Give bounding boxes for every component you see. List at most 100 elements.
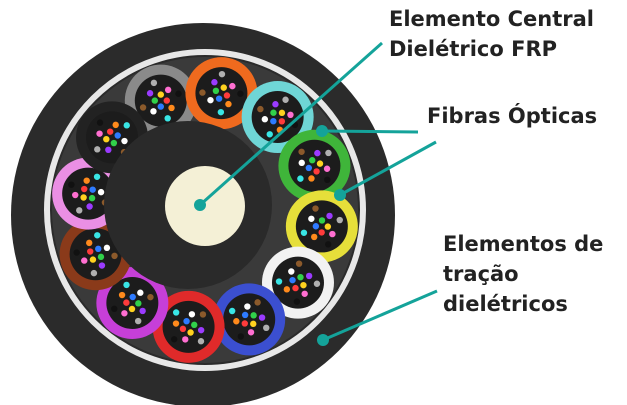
optical-fiber: [292, 284, 299, 292]
optical-fiber: [86, 239, 93, 247]
optical-fiber: [300, 229, 308, 236]
optical-fiber: [105, 146, 112, 154]
optical-fiber: [164, 86, 172, 94]
optical-fiber: [220, 84, 227, 91]
optical-fiber: [295, 260, 303, 267]
optical-fiber: [129, 293, 136, 301]
optical-fiber: [312, 223, 320, 230]
optical-fiber: [139, 307, 146, 315]
optical-fiber: [263, 324, 270, 332]
optical-fiber: [134, 317, 142, 325]
optical-fiber: [157, 91, 164, 98]
optical-fiber: [86, 203, 93, 210]
optical-fiber: [326, 212, 333, 220]
tube-blue-bore: [223, 293, 276, 346]
optical-fiber: [96, 130, 103, 137]
optical-fiber: [289, 276, 296, 284]
leader-dot-central: [194, 199, 206, 211]
optical-fiber: [89, 186, 96, 193]
tube-yellow-bore: [295, 200, 348, 253]
tube-blue: [213, 283, 286, 356]
optical-fiber: [314, 149, 321, 157]
optical-fiber: [103, 135, 110, 143]
optical-fiber: [336, 216, 343, 224]
optical-fiber: [298, 148, 305, 155]
optical-fiber: [207, 96, 214, 104]
optical-fiber: [311, 233, 318, 241]
label-fibras-opticas-text: Fibras Ópticas: [427, 104, 598, 128]
leader-line-central: [199, 41, 383, 207]
optical-fiber: [128, 305, 136, 313]
optical-fiber: [83, 177, 90, 184]
optical-fiber: [137, 289, 144, 296]
optical-fiber: [111, 305, 118, 313]
leader-dot-fibras-1: [316, 125, 328, 137]
optical-fiber: [215, 95, 223, 102]
tube-green-bore: [288, 139, 341, 192]
optical-fiber: [191, 321, 198, 329]
optical-fiber: [87, 248, 94, 255]
tube-gray-bore: [134, 74, 187, 127]
optical-fiber: [90, 269, 98, 277]
optical-fiber: [112, 121, 119, 129]
tube-violet-bore: [106, 276, 159, 329]
optical-fiber: [312, 205, 319, 212]
tube-orange-bore: [195, 67, 248, 120]
optical-fiber: [197, 326, 205, 334]
optical-fiber: [212, 87, 220, 95]
optical-fiber: [275, 278, 283, 285]
optical-fiber: [297, 273, 304, 281]
label-elementos-tracao-line3: dielétricos: [443, 292, 568, 316]
leader-dot-fibras-2: [334, 189, 346, 201]
optical-fiber: [187, 329, 194, 336]
tube-aqua: [241, 81, 314, 154]
optical-fiber: [94, 146, 101, 153]
optical-fiber: [96, 119, 104, 126]
optical-fiber: [139, 104, 147, 111]
optical-fiber: [250, 312, 257, 319]
optical-fiber: [309, 157, 316, 164]
tube-white: [261, 246, 334, 319]
optical-fiber: [318, 217, 326, 224]
optical-fiber: [183, 317, 190, 325]
optical-fiber: [188, 311, 196, 318]
optical-fiber: [237, 333, 244, 340]
optical-fiber: [123, 281, 130, 289]
optical-fiber: [121, 310, 128, 317]
optical-fiber: [93, 173, 101, 180]
optical-fiber: [233, 318, 240, 325]
optical-fiber: [72, 191, 79, 199]
tube-orange: [185, 57, 258, 130]
optical-fiber: [237, 90, 244, 97]
optical-fiber: [121, 137, 128, 145]
optical-fiber: [316, 160, 324, 167]
optical-fiber: [324, 176, 331, 184]
optical-fiber: [151, 97, 158, 104]
optical-fiber: [244, 303, 251, 310]
label-elemento-central-line2: Dielétrico FRP: [389, 37, 557, 61]
optical-fiber: [168, 104, 175, 112]
optical-fiber: [97, 188, 105, 196]
optical-fiber: [199, 311, 207, 318]
optical-fiber: [288, 268, 295, 275]
optical-fiber: [278, 109, 286, 117]
label-elemento-central: Elemento Central Dielétrico FRP: [389, 4, 594, 64]
optical-fiber: [293, 298, 301, 305]
optical-fiber: [298, 159, 305, 167]
leader-line-tracao: [322, 289, 438, 342]
optical-fiber: [114, 132, 121, 139]
optical-fiber: [247, 329, 255, 336]
optical-fiber: [250, 320, 257, 328]
tube-white-bore: [271, 256, 324, 309]
optical-fiber: [89, 256, 97, 263]
optical-fiber: [179, 325, 187, 333]
optical-fiber: [197, 338, 205, 345]
optical-fiber: [172, 309, 180, 316]
optical-fiber: [323, 165, 331, 172]
optical-fiber: [182, 336, 189, 343]
optical-fiber: [305, 164, 313, 172]
optical-fiber: [73, 249, 80, 256]
optical-fiber: [313, 280, 321, 287]
